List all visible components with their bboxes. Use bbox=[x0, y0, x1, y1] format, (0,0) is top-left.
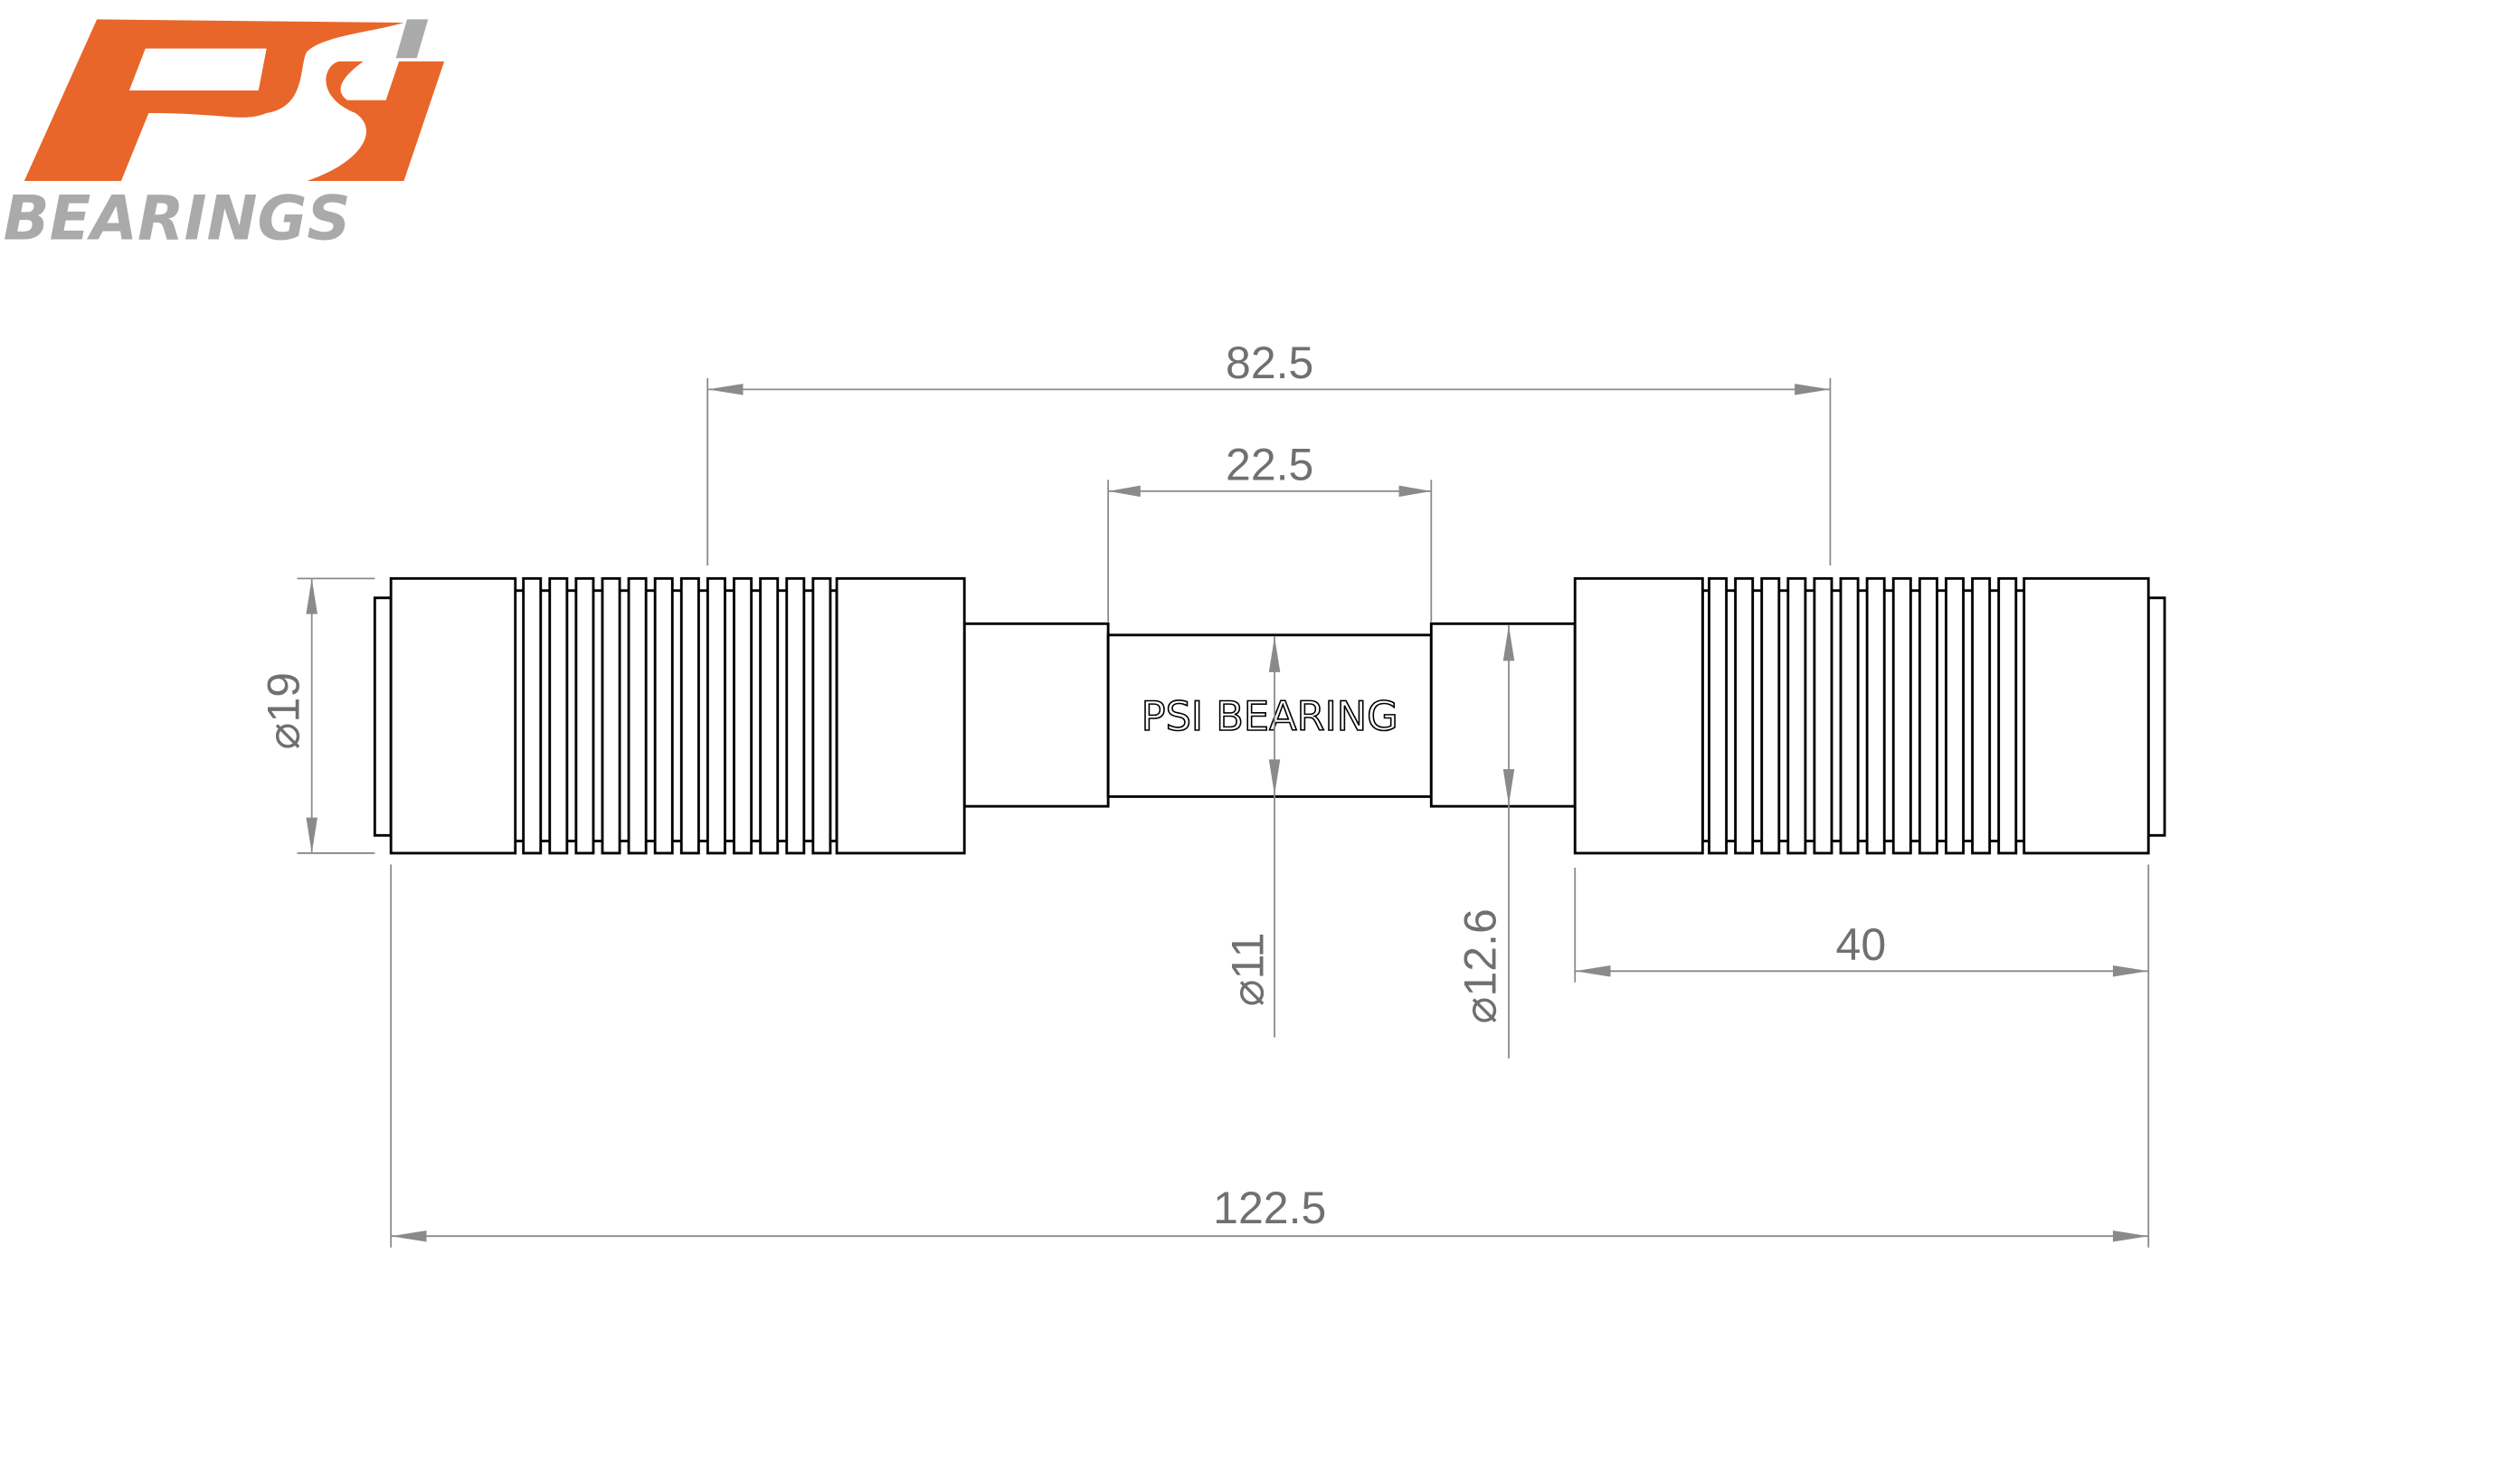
rib bbox=[1786, 576, 1807, 855]
rib bbox=[601, 576, 621, 855]
rib bbox=[1760, 576, 1781, 855]
rib bbox=[1708, 576, 1729, 855]
dim-body-length: 40 bbox=[1836, 919, 1887, 970]
rib bbox=[522, 576, 543, 855]
rib bbox=[1971, 576, 1992, 855]
psi-bearings-logo: BEARINGS bbox=[4, 19, 445, 254]
engraving-text: PSI BEARING bbox=[1142, 693, 1398, 740]
rib bbox=[627, 576, 648, 855]
logo-i-shape bbox=[358, 61, 445, 182]
shaft-right bbox=[1429, 622, 1577, 808]
rib bbox=[1839, 576, 1860, 855]
dim-center-distance: 82.5 bbox=[1226, 337, 1313, 388]
end-cap bbox=[2023, 576, 2150, 855]
rib bbox=[1997, 576, 2018, 855]
rib bbox=[653, 576, 674, 855]
rib bbox=[1891, 576, 1912, 855]
dim-shaft-diameter: ⌀12.6 bbox=[1455, 908, 1506, 1023]
rib bbox=[1734, 576, 1755, 855]
logo-subtitle: BEARINGS bbox=[4, 183, 351, 254]
body-right bbox=[1573, 576, 2166, 855]
rib bbox=[1945, 576, 1965, 855]
logo-p-shape bbox=[24, 19, 404, 182]
shaft-left bbox=[962, 622, 1110, 808]
rib bbox=[759, 576, 780, 855]
rib bbox=[548, 576, 569, 855]
inner-cap bbox=[835, 576, 966, 855]
dim-neck-diameter: ⌀11 bbox=[1223, 933, 1274, 1007]
dim-neck-length: 22.5 bbox=[1226, 439, 1313, 489]
end-cap bbox=[389, 576, 517, 855]
inner-cap bbox=[1573, 576, 1704, 855]
rib bbox=[733, 576, 753, 855]
rib bbox=[574, 576, 595, 855]
neck-center bbox=[1106, 633, 1433, 798]
rib bbox=[811, 576, 832, 855]
end-stub bbox=[373, 596, 393, 837]
rib bbox=[785, 576, 806, 855]
rib bbox=[706, 576, 726, 855]
rib bbox=[1865, 576, 1886, 855]
coupling-part: PSI BEARING bbox=[373, 576, 2166, 855]
end-stub bbox=[2146, 596, 2166, 837]
dimensions: 82.5 22.5 ⌀19 ⌀11 ⌀12.6 40 bbox=[258, 337, 2150, 1248]
dim-body-diameter: ⌀19 bbox=[258, 672, 308, 750]
rib bbox=[1918, 576, 1938, 855]
rib bbox=[679, 576, 700, 855]
logo-i-dot bbox=[395, 19, 429, 59]
rib bbox=[1813, 576, 1833, 855]
body-left bbox=[373, 576, 966, 855]
dim-overall-length: 122.5 bbox=[1213, 1183, 1326, 1233]
